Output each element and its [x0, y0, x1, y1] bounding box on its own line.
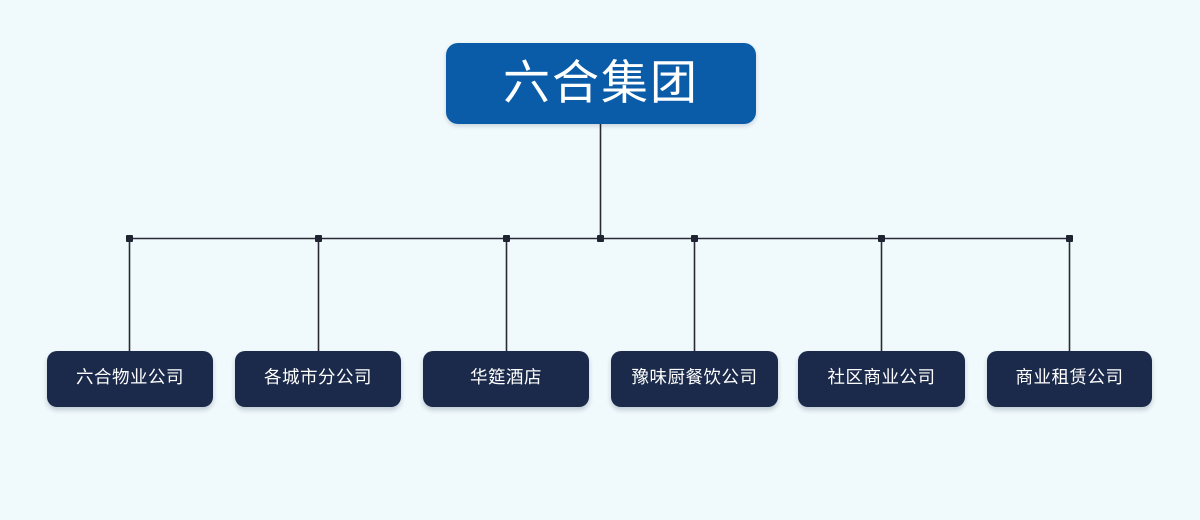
org-node-child-6[interactable]: 商业租赁公司	[987, 351, 1152, 407]
org-node-child-3[interactable]: 华筵酒店	[423, 351, 589, 407]
org-node-child-4[interactable]: 豫味厨餐饮公司	[611, 351, 778, 407]
org-node-root[interactable]: 六合集团	[446, 43, 756, 124]
org-node-child-2-label: 各城市分公司	[264, 368, 372, 389]
org-node-child-1[interactable]: 六合物业公司	[47, 351, 213, 407]
junction-dot-1	[126, 235, 133, 242]
junction-dot-root	[597, 235, 604, 242]
org-node-child-2[interactable]: 各城市分公司	[235, 351, 401, 407]
junction-dot-4	[691, 235, 698, 242]
org-node-child-1-label: 六合物业公司	[76, 368, 184, 389]
junction-dot-6	[1066, 235, 1073, 242]
org-node-child-4-label: 豫味厨餐饮公司	[631, 368, 758, 389]
org-node-child-6-label: 商业租赁公司	[1015, 368, 1124, 389]
org-node-child-5[interactable]: 社区商业公司	[798, 351, 965, 407]
org-node-child-5-label: 社区商业公司	[827, 368, 936, 389]
org-node-child-3-label: 华筵酒店	[470, 368, 542, 389]
junction-dot-2	[315, 235, 322, 242]
junction-dot-5	[878, 235, 885, 242]
junction-dot-3	[503, 235, 510, 242]
org-node-root-label: 六合集团	[503, 56, 699, 111]
